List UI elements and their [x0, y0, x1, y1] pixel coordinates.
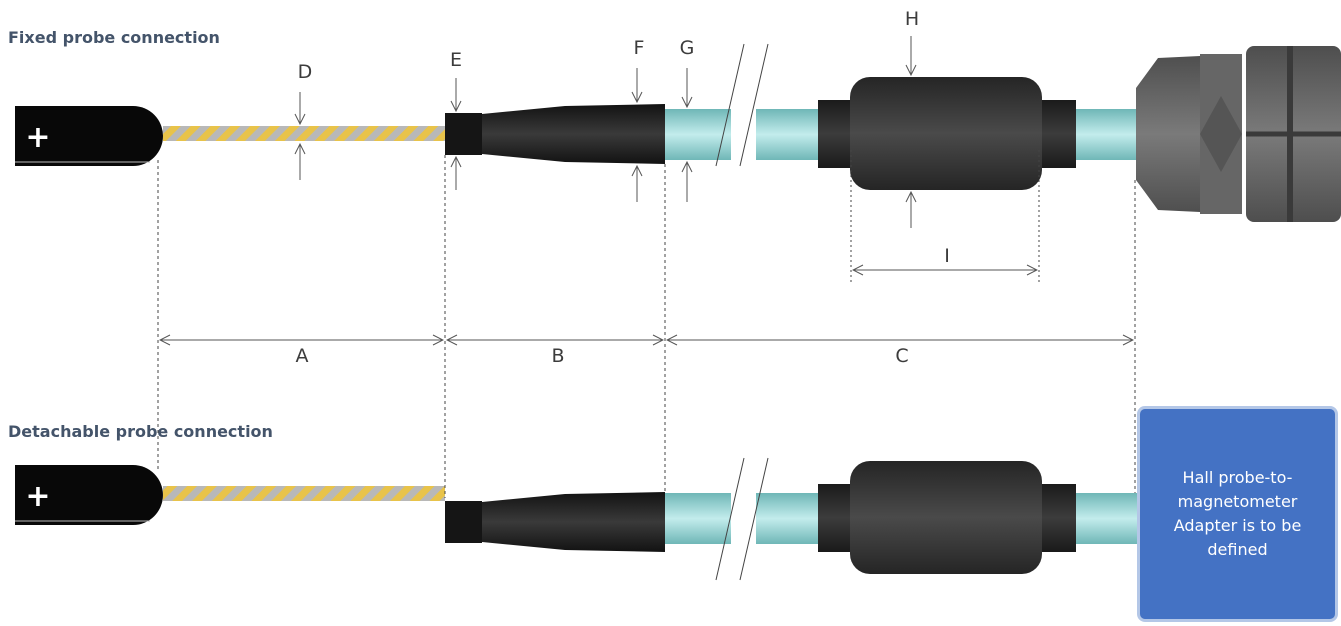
detachable-probe-title: Detachable probe connection [8, 422, 273, 441]
cable-break-gap [731, 90, 756, 180]
braided-lead [163, 486, 445, 501]
label-h: H [905, 8, 919, 30]
magnetometer-connector [1136, 46, 1341, 222]
adapter-note-text: Hall probe-to-magnetometer Adapter is to… [1173, 468, 1302, 559]
strain-relief-boot [482, 104, 665, 164]
cable-segment [756, 493, 818, 544]
adapter-note-box: Hall probe-to-magnetometer Adapter is to… [1137, 406, 1338, 622]
label-f: F [634, 37, 645, 59]
diameter-arrows [300, 36, 911, 228]
fixed-probe-title: Fixed probe connection [8, 28, 220, 47]
probe-plus-symbol: + [25, 120, 50, 155]
probe-plus-symbol: + [25, 479, 50, 514]
break-mark [739, 457, 769, 581]
break-mark [739, 43, 769, 167]
ferrite-sleeve-right [1036, 100, 1076, 168]
ferrite-core [850, 461, 1042, 574]
label-d: D [298, 61, 313, 83]
cable-segment [1076, 493, 1138, 544]
dimension-lines [160, 270, 1133, 340]
boot-tip [445, 113, 482, 155]
probe-head [15, 465, 163, 525]
fixed-probe-assembly: + [15, 43, 1341, 222]
ferrite-sleeve-left [818, 100, 852, 168]
cable-segment [665, 493, 731, 544]
ferrite-sleeve-left [818, 484, 852, 552]
label-b: B [551, 345, 564, 367]
label-i: I [944, 245, 950, 267]
cable-segment [1076, 109, 1136, 160]
break-mark [715, 457, 745, 581]
cable-break-gap [731, 474, 756, 564]
label-g: G [680, 37, 695, 59]
ferrite-sleeve-right [1036, 484, 1076, 552]
label-e: E [450, 49, 462, 71]
cable-segment [756, 109, 818, 160]
detachable-probe-assembly: + [15, 457, 1138, 581]
extension-guides [157, 150, 1136, 498]
label-c: C [895, 345, 908, 367]
strain-relief-boot [482, 492, 665, 552]
probe-head [15, 106, 163, 166]
label-a: A [296, 345, 309, 367]
cable-segment [665, 109, 731, 160]
braided-lead [163, 126, 445, 141]
ferrite-core [850, 77, 1042, 190]
boot-tip [445, 501, 482, 543]
break-mark [715, 43, 745, 167]
